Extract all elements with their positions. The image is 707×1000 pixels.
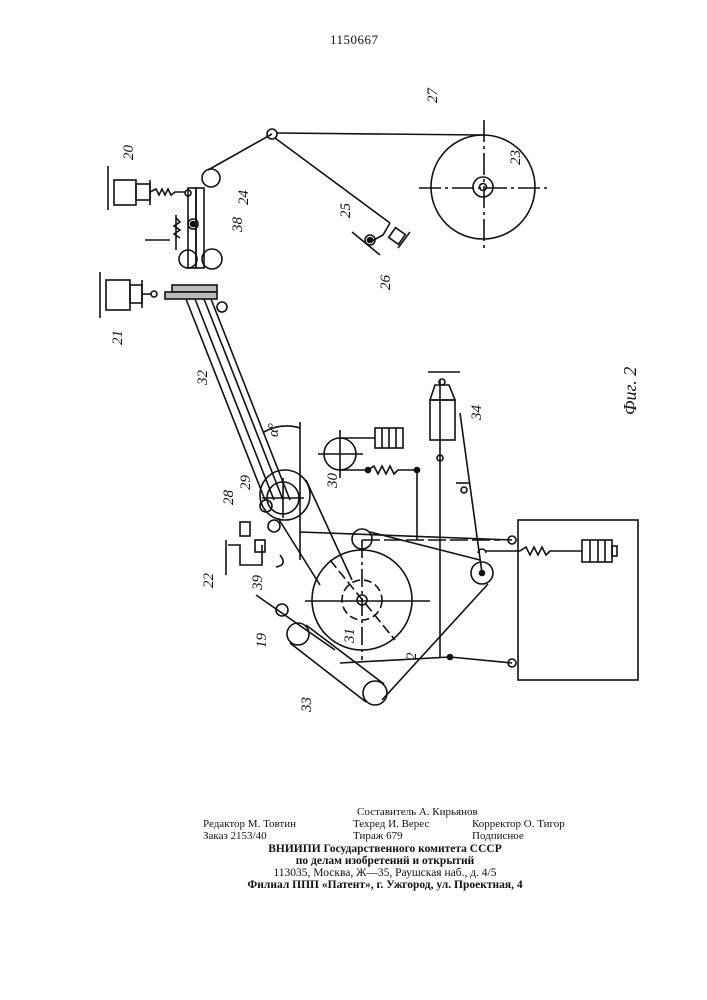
subscription: Подписное	[472, 830, 524, 842]
label-25: 25	[338, 203, 354, 219]
label-alpha: α°	[266, 423, 282, 437]
label-38: 38	[230, 217, 246, 234]
label-32: 32	[195, 370, 211, 387]
label-20: 20	[121, 145, 137, 161]
label-2: 2	[404, 652, 420, 660]
label-34: 34	[469, 405, 485, 422]
guide-arm-32	[185, 298, 301, 560]
drum-31	[305, 540, 430, 660]
label-22: 22	[201, 573, 217, 589]
branch: Филиал ППП «Патент», г. Ужгород, ул. Про…	[247, 879, 523, 891]
composer: Составитель А. Кирьянов	[357, 806, 478, 818]
drum-23	[419, 120, 547, 250]
control-box	[517, 519, 639, 681]
label-30: 30	[325, 473, 341, 490]
editor: Редактор М. Товтин	[203, 818, 296, 830]
figure-caption: Фиг. 2	[620, 367, 640, 415]
label-26: 26	[378, 275, 394, 291]
stop-26	[387, 226, 407, 246]
org-line-1: ВНИИПИ Государственного комитета СССР	[268, 843, 502, 855]
label-39: 39	[250, 575, 266, 592]
org-line-2: по делам изобретений и открытий	[295, 855, 475, 867]
roller-19	[275, 603, 289, 617]
corrector: Корректор О. Тигор	[472, 818, 565, 830]
roller-29-assembly	[225, 469, 353, 586]
label-28: 28	[221, 490, 237, 506]
web-27	[276, 132, 484, 136]
label-31: 31	[342, 628, 358, 644]
techred: Техред И. Верес	[353, 818, 430, 830]
label-24: 24	[236, 190, 252, 206]
label-33: 33	[299, 697, 315, 713]
label-23: 23	[508, 150, 524, 165]
labels: 20 21 22 23 24 25 26 27 28 29 30 31 32 3…	[110, 87, 640, 714]
feed-assembly	[99, 166, 228, 318]
label-19: 19	[254, 633, 270, 649]
weight-34	[428, 371, 460, 462]
belt-33	[255, 594, 388, 706]
patent-number: 1150667	[330, 32, 379, 47]
order: Заказ 2153/40	[203, 830, 267, 842]
roller-top	[351, 528, 373, 550]
lever-30	[277, 517, 321, 586]
actuator-20	[113, 179, 137, 206]
address: 113035, Москва, Ж—35, Раушская наб., д. …	[273, 867, 497, 879]
label-21: 21	[110, 330, 126, 345]
label-27: 27	[425, 87, 441, 104]
roller-right	[470, 561, 494, 585]
circulation: Тираж 679	[353, 830, 403, 842]
pivot-24	[266, 128, 278, 140]
label-29: 29	[238, 475, 254, 491]
lever-24	[274, 137, 391, 224]
actuator-21	[105, 279, 131, 311]
feed-roller-38	[201, 248, 223, 270]
guide-roller-upper	[201, 168, 221, 188]
brake-assembly	[318, 427, 421, 540]
upper-web-assembly	[201, 120, 547, 256]
feed-roller-left	[178, 249, 198, 269]
